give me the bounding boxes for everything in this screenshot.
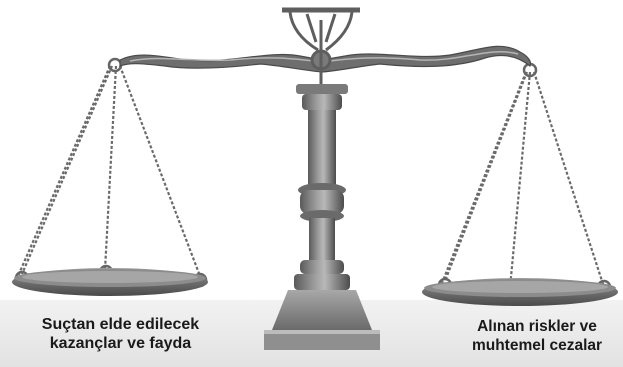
scale-column	[294, 84, 350, 290]
left-pan-caption: Suçtan elde edilecek kazançlar ve fayda	[8, 315, 233, 353]
right-caption-line-1: Alınan riskler ve	[437, 317, 623, 336]
left-chains	[18, 66, 200, 276]
left-caption-line-2: kazançlar ve fayda	[8, 334, 233, 353]
fulcrum-head	[282, 10, 360, 88]
left-caption-line-1: Suçtan elde edilecek	[8, 315, 233, 334]
right-chain-rings	[439, 64, 610, 298]
left-pan	[12, 268, 208, 296]
right-chains	[442, 72, 603, 288]
scale-base	[264, 290, 380, 350]
right-pan-caption: Alınan riskler ve muhtemel cezalar	[437, 317, 623, 355]
right-caption-line-2: muhtemel cezalar	[437, 336, 623, 355]
right-pan	[422, 278, 618, 306]
